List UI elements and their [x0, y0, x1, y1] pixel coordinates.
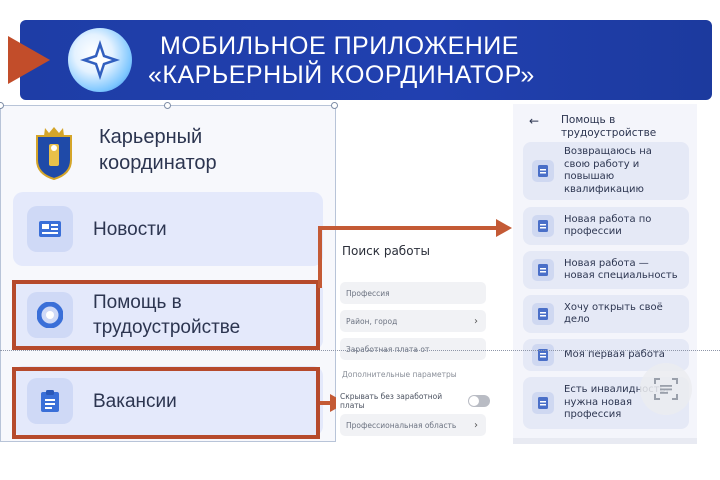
help-title-line2: трудоустройстве — [561, 127, 657, 139]
option-label-line: свою работу и — [564, 158, 640, 170]
professional-area-select[interactable]: Профессиональная область › — [340, 414, 486, 436]
menu-item-label: Помощь в трудоустройстве — [93, 290, 240, 340]
star-logo-icon — [68, 28, 132, 92]
lifebuoy-icon — [27, 292, 73, 338]
option-label-line: Хочу открыть своё — [564, 301, 663, 313]
menu-item-label: Вакансии — [93, 390, 177, 412]
document-icon — [532, 392, 554, 414]
option-label-line: профессия — [564, 409, 622, 421]
salary-placeholder: Заработная плата от — [346, 344, 430, 354]
option-return-to-work[interactable]: Возвращаюсь на свою работу и повышаю ква… — [523, 142, 689, 200]
employment-help-screen: ← Помощь в трудоустройстве Возвращаюсь н… — [513, 104, 697, 440]
app-header: Карьерный координатор — [31, 120, 321, 180]
app-main-screen: Карьерный координатор Новости Помощь в т… — [0, 102, 338, 442]
connector-line — [318, 226, 322, 288]
menu-item-label: Новости — [93, 218, 167, 240]
option-label-line: Есть инвалидность, — [564, 384, 669, 396]
highlight-frame-vacancies — [12, 367, 320, 439]
menu-item-label-line1: Помощь в — [93, 292, 182, 313]
employment-help-header: ← Помощь в трудоустройстве — [521, 110, 691, 140]
help-title-line1: Помощь в — [561, 114, 616, 126]
app-title-line1: Карьерный — [99, 126, 203, 148]
option-label: Есть инвалидность, нужна новая профессия — [564, 384, 669, 422]
option-label-line: повышаю — [564, 171, 615, 182]
extra-params-label: Дополнительные параметры — [342, 370, 457, 379]
banner: МОБИЛЬНОЕ ПРИЛОЖЕНИЕ «КАРЬЕРНЫЙ КООРДИНА… — [8, 20, 712, 102]
document-icon — [532, 344, 554, 366]
salary-input[interactable]: Заработная плата от — [340, 338, 486, 360]
option-label: Моя первая работа — [564, 349, 665, 362]
hide-no-salary-toggle[interactable] — [468, 395, 490, 407]
professional-area-label: Профессиональная область — [346, 420, 457, 430]
banner-bar — [20, 20, 712, 100]
coat-of-arms-icon — [36, 127, 72, 180]
option-label-line: новая специальность — [564, 270, 678, 281]
chevron-right-icon: › — [474, 419, 478, 431]
newspaper-icon — [27, 206, 73, 252]
chevron-right-icon: › — [474, 315, 478, 327]
option-label: Новая работа по профессии — [564, 214, 651, 239]
option-label: Хочу открыть своё дело — [564, 302, 663, 327]
app-title-line2: координатор — [99, 152, 217, 174]
document-icon — [532, 303, 554, 325]
selection-handle[interactable] — [164, 102, 171, 109]
job-search-screen: Поиск работы Профессия Район, город › За… — [336, 236, 494, 442]
district-placeholder: Район, город — [346, 316, 398, 326]
option-new-job-same-profession[interactable]: Новая работа по профессии — [523, 207, 689, 245]
hide-no-salary-row[interactable]: Скрывать без заработной платы — [340, 392, 490, 410]
menu-item-label-line2: трудоустройстве — [93, 317, 241, 338]
text-scan-button[interactable] — [640, 363, 692, 415]
banner-title-line1: МОБИЛЬНОЕ ПРИЛОЖЕНИЕ — [160, 32, 519, 60]
highlight-frame-employment-help — [12, 280, 320, 350]
job-search-title: Поиск работы — [342, 244, 431, 258]
option-label-line: профессии — [564, 226, 622, 237]
option-label-line: Моя первая работа — [564, 348, 665, 360]
banner-arrow-icon — [8, 36, 50, 84]
menu-item-vacancies[interactable]: Вакансии — [13, 366, 323, 436]
menu-item-employment-help[interactable]: Помощь в трудоустройстве — [13, 280, 323, 350]
hide-no-salary-label: Скрывать без заработной платы — [340, 392, 443, 410]
profession-input[interactable]: Профессия — [340, 282, 486, 304]
banner-title: МОБИЛЬНОЕ ПРИЛОЖЕНИЕ «КАРЬЕРНЫЙ КООРДИНА… — [148, 32, 708, 90]
option-new-job-new-specialty[interactable]: Новая работа — новая специальность — [523, 251, 689, 289]
right-panel-footer — [513, 438, 697, 444]
option-label-line: дело — [564, 314, 590, 325]
selection-handle[interactable] — [331, 102, 338, 109]
connector-line — [318, 226, 498, 230]
employment-help-title: Помощь в трудоустройстве — [561, 114, 656, 140]
option-label-line: нужна новая — [564, 396, 633, 408]
menu-item-news[interactable]: Новости — [13, 192, 323, 266]
app-title: Карьерный координатор — [99, 124, 217, 176]
option-label: Возвращаюсь на свою работу и повышаю ква… — [564, 146, 652, 196]
connector-arrow-icon — [496, 219, 512, 237]
document-icon — [532, 215, 554, 237]
connector-line — [320, 401, 332, 405]
document-icon — [532, 259, 554, 281]
option-label-line: Новая работа — — [564, 257, 649, 269]
option-label-line: квалификацию — [564, 183, 644, 195]
dotted-guide-line — [0, 350, 720, 351]
option-open-own-business[interactable]: Хочу открыть своё дело — [523, 295, 689, 333]
banner-title-line2: «КАРЬЕРНЫЙ КООРДИНАТОР» — [148, 61, 535, 89]
clipboard-icon — [27, 378, 73, 424]
option-label-line: Возвращаюсь на — [564, 146, 652, 157]
selection-handle[interactable] — [0, 102, 4, 109]
profession-placeholder: Профессия — [346, 288, 390, 298]
text-scan-icon — [654, 378, 678, 400]
option-label: Новая работа — новая специальность — [564, 258, 678, 283]
district-city-select[interactable]: Район, город › — [340, 310, 486, 332]
document-icon — [532, 160, 554, 182]
option-label-line: Новая работа по — [564, 213, 652, 225]
back-arrow-icon[interactable]: ← — [529, 114, 540, 128]
